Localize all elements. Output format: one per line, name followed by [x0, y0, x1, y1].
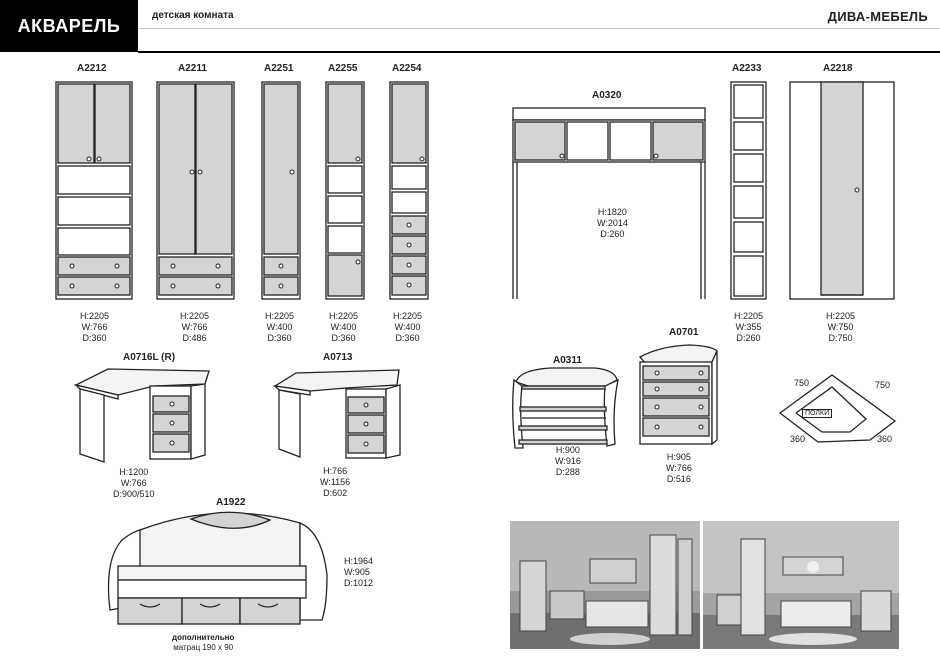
code-a2233: A2233 [732, 63, 762, 74]
dim-d: D:360 [267, 333, 292, 343]
code-a0701: A0701 [669, 327, 699, 338]
room-photo-right [703, 521, 899, 649]
dim-h: H:1200 [119, 467, 149, 477]
dim-w: W:355 [735, 322, 762, 332]
code-a0713: A0713 [323, 352, 353, 363]
dim-w: W:766 [666, 463, 692, 473]
dims-a2251: H:2205 W:400 D:360 [265, 311, 294, 344]
code-a0320: A0320 [592, 90, 622, 101]
drawing-a1922 [107, 511, 328, 625]
company-name: ДИВА-МЕБЕЛЬ [827, 9, 928, 24]
drawing-a0716l [73, 368, 210, 463]
dim-d: D:260 [600, 229, 625, 239]
code-a2254: A2254 [392, 63, 422, 74]
dim-d: D:260 [736, 333, 761, 343]
room-photo-left [510, 521, 700, 649]
drawing-a0311 [512, 367, 619, 449]
dim-d: D:360 [395, 333, 420, 343]
dim-h: H:2205 [180, 311, 210, 321]
code-a1922: A1922 [216, 497, 246, 508]
corner-plan-diagram [778, 374, 897, 443]
collection-subtitle: детская комната [152, 10, 234, 21]
dims-a0320: H:1820 W:2014 D:260 [597, 207, 628, 240]
dim-w: W:400 [266, 322, 293, 332]
bed-note-mattress: матрац 190 х 90 [173, 643, 234, 652]
bed-note-title: дополнительно [172, 633, 235, 642]
bed-extra-note: дополнительно матрац 190 х 90 [172, 633, 234, 653]
dim-h: H:900 [555, 445, 580, 455]
dim-h: H:1820 [597, 207, 627, 217]
code-a2255: A2255 [328, 63, 358, 74]
drawing-a2251 [261, 81, 301, 300]
dim-h: H:1964 [344, 556, 374, 566]
collection-title: АКВАРЕЛЬ [0, 0, 138, 52]
dims-a0701: H:905 W:766 D:516 [666, 452, 692, 485]
dim-w: W:905 [344, 567, 370, 577]
dims-a1922: H:1964 W:905 D:1012 [344, 556, 373, 589]
dim-w: W:766 [120, 478, 147, 488]
dim-h: H:766 [323, 466, 348, 476]
page-header: АКВАРЕЛЬ детская комната ДИВА-МЕБЕЛЬ [0, 0, 940, 53]
corner-dim-bottom-right: 360 [877, 434, 893, 444]
dim-h: H:2205 [329, 311, 359, 321]
dims-a0713: H:766 W:1156 D:602 [320, 466, 350, 499]
dim-d: D:900/510 [113, 489, 155, 499]
dim-h: H:2205 [826, 311, 856, 321]
drawing-a2212 [55, 81, 133, 300]
dim-w: W:1156 [320, 477, 351, 487]
room-photo-left-image [510, 521, 700, 649]
dim-d: D:360 [331, 333, 356, 343]
dims-a2212: H:2205 W:766 D:360 [80, 311, 109, 344]
dims-a2255: H:2205 W:400 D:360 [329, 311, 358, 344]
corner-dim-top-right: 750 [875, 380, 891, 390]
dim-h: H:2205 [393, 311, 423, 321]
room-photo-right-image [703, 521, 899, 649]
code-a0311: A0311 [553, 355, 582, 366]
dims-a2211: H:2205 W:766 D:486 [180, 311, 209, 344]
dim-w: W:400 [330, 322, 357, 332]
dim-h: H:2205 [80, 311, 110, 321]
dim-w: W:400 [394, 322, 421, 332]
dim-h: H:905 [666, 452, 691, 462]
code-a2218: A2218 [823, 63, 853, 74]
dim-w: W:2014 [597, 218, 628, 228]
dim-h: H:2205 [265, 311, 295, 321]
dim-d: D:288 [555, 467, 580, 477]
dim-w: W:766 [81, 322, 108, 332]
dims-a0716l: H:1200 W:766 D:900/510 [113, 467, 155, 500]
dims-a0311: H:900 W:916 D:288 [555, 445, 581, 478]
dim-w: W:916 [555, 456, 581, 466]
dim-d: D:750 [828, 333, 853, 343]
drawing-a0320 [512, 107, 706, 299]
drawing-a0701 [638, 344, 718, 446]
drawing-a2255 [325, 81, 365, 300]
dim-d: D:486 [182, 333, 207, 343]
corner-shelves-label: полки [802, 409, 833, 418]
dim-d: D:602 [323, 488, 348, 498]
code-a0716l: A0716L (R) [123, 352, 176, 363]
dim-h: H:2205 [734, 311, 764, 321]
dim-d: D:516 [666, 474, 691, 484]
code-a2211: A2211 [178, 63, 207, 74]
code-a2212: A2212 [77, 63, 107, 74]
dims-a2218: H:2205 W:750 D:750 [826, 311, 855, 344]
header-divider [138, 28, 940, 29]
code-a2251: A2251 [264, 63, 294, 74]
corner-dim-top-left: 750 [794, 378, 810, 388]
drawing-a2254 [389, 81, 429, 300]
drawing-a0713 [273, 369, 401, 459]
dim-w: W:750 [827, 322, 854, 332]
dim-w: W:766 [181, 322, 208, 332]
dim-d: D:360 [82, 333, 107, 343]
dims-a2254: H:2205 W:400 D:360 [393, 311, 422, 344]
header-rule [138, 51, 940, 53]
dim-d: D:1012 [344, 578, 374, 588]
corner-dim-bottom-left: 360 [790, 434, 806, 444]
drawing-a2233 [730, 81, 767, 300]
drawing-a2218 [789, 81, 895, 300]
drawing-a2211 [156, 81, 235, 300]
dims-a2233: H:2205 W:355 D:260 [734, 311, 763, 344]
